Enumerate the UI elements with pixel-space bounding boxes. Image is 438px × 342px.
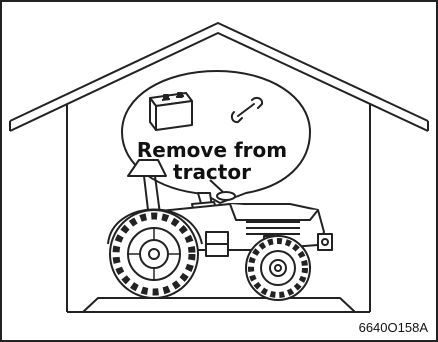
callout-label-line2: tractor	[122, 161, 302, 183]
rear-wheel	[110, 210, 198, 298]
figure-code-label: 6640O158A	[359, 320, 428, 335]
battery-icon	[150, 93, 192, 130]
callout-label-line1: Remove from	[122, 139, 302, 161]
front-wheel	[246, 236, 310, 300]
